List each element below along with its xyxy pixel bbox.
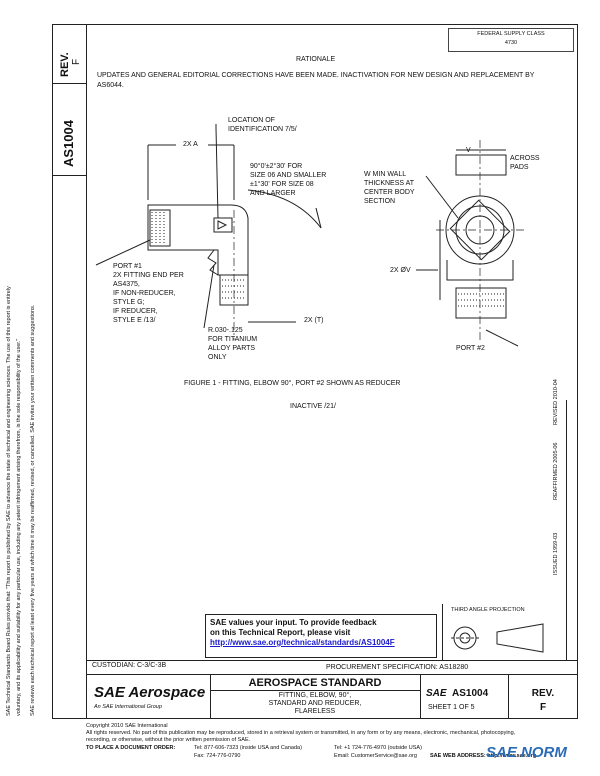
copyright-line: Copyright 2010 SAE International	[86, 723, 168, 729]
title-line-2: STANDARD AND REDUCER,	[268, 700, 362, 707]
tel-line: Tel: 877-606-7323 (inside USA and Canada…	[194, 745, 302, 751]
across-pads-label: ACROSS PADS	[510, 155, 540, 171]
doc-number-titleblock: AS1004	[452, 688, 489, 699]
stamp-line-1: FEDERAL SUPPLY CLASS	[477, 31, 545, 37]
rights-line-1: All rights reserved. No part of this pub…	[86, 730, 516, 736]
supply-class-stamp: FEDERAL SUPPLY CLASS 4730	[448, 28, 574, 52]
sae-norm-watermark: SAE NORM	[486, 744, 567, 761]
drawing-frame	[86, 24, 578, 719]
sheet-number: SHEET 1 OF 5	[428, 704, 475, 711]
stamp-line-2: 4730	[504, 40, 518, 46]
feedback-link[interactable]: http://www.sae.org/technical/standards/A…	[210, 638, 395, 647]
title-line-1: FITTING, ELBOW, 90°,	[278, 692, 352, 699]
email-line: Email: CustomerService@sae.org	[334, 753, 417, 759]
angle-label: 90°0'±2°30' FOR SIZE 06 AND SMALLER ±1°3…	[250, 163, 327, 197]
notice-line-1: SAE Technical Standards Board Rules prov…	[6, 286, 12, 716]
rev-label-titleblock: REV.	[531, 688, 555, 699]
rationale-title: RATIONALE	[296, 56, 336, 63]
port1-label: PORT #1 2X FITTING END PER AS4375, IF NO…	[113, 263, 184, 324]
custodian-text: CUSTODIAN: C-3/C-3B	[92, 662, 167, 669]
port2-label: PORT #2	[456, 345, 485, 352]
elbow-body-outline	[147, 204, 249, 276]
two-x-t-label: 2X (T)	[304, 317, 324, 324]
procurement-text: PROCUREMENT SPECIFICATION: AS18280	[326, 664, 469, 671]
inactive-note: INACTIVE /21/	[290, 403, 336, 410]
rev-value-left: F	[71, 58, 82, 65]
sae-small-logo: SAE	[426, 688, 447, 699]
order-line: TO PLACE A DOCUMENT ORDER:	[86, 745, 176, 751]
radius-label: R.030-.125 FOR TITANIUM ALLOY PARTS ONLY	[208, 327, 258, 361]
left-column: REV. F AS1004	[52, 24, 87, 719]
history-reaffirmed: REAFFIRMED 2005-06	[553, 442, 559, 500]
rev-value-titleblock: F	[539, 702, 547, 713]
history-issued: ISSUED 1959-03	[553, 532, 559, 575]
rev-label-left: REV.	[59, 52, 71, 77]
feedback-line-2: on this Technical Report, please visit	[210, 628, 351, 637]
projection-box: THIRD ANGLE PROJECTION	[442, 604, 567, 660]
projection-symbol	[451, 623, 544, 653]
two-x-a-label: 2X A	[183, 141, 198, 148]
fax-line: Fax: 724-776-0790	[194, 753, 241, 759]
sae-aerospace-logo: SAE Aerospace	[94, 684, 206, 701]
two-x-w-label: 2X ØV	[390, 267, 411, 274]
standard-heading: AEROSPACE STANDARD	[248, 677, 382, 689]
sae-group-tagline: An SAE International Group	[94, 704, 162, 710]
port1-thread-outline	[149, 209, 171, 247]
end-view-port2	[455, 287, 507, 319]
history-revised: REVISED 2010-04	[553, 379, 559, 425]
location-label: LOCATION OF IDENTIFICATION 7/5/	[228, 117, 297, 133]
web-address-line: SAE WEB ADDRESS: http://www.sae.org	[430, 753, 537, 759]
figure-caption: FIGURE 1 - FITTING, ELBOW 90°, PORT #2 S…	[184, 380, 401, 387]
rights-line-2: recording, or otherwise, without the pri…	[86, 737, 251, 743]
wall-label: W MIN WALL THICKNESS AT CENTER BODY SECT…	[364, 171, 415, 205]
v-label: V	[466, 147, 471, 154]
rationale-text: UPDATES AND GENERAL EDITORIAL CORRECTION…	[97, 72, 535, 89]
notice-line-3: SAE reviews each technical report at lea…	[30, 304, 36, 716]
title-line-3: FLARELESS	[294, 708, 336, 715]
feedback-box: SAE values your input. To provide feedba…	[205, 614, 437, 658]
doc-number-left: AS1004	[61, 120, 76, 167]
notice-line-2: voluntary, and its applicability and sui…	[16, 338, 22, 716]
feedback-line-1: SAE values your input. To provide feedba…	[210, 618, 377, 627]
projection-label: THIRD ANGLE PROJECTION	[451, 607, 525, 613]
fitting-drawing	[95, 124, 526, 347]
tel2-line: Tel: +1 724-776-4970 (outside USA)	[334, 745, 422, 751]
